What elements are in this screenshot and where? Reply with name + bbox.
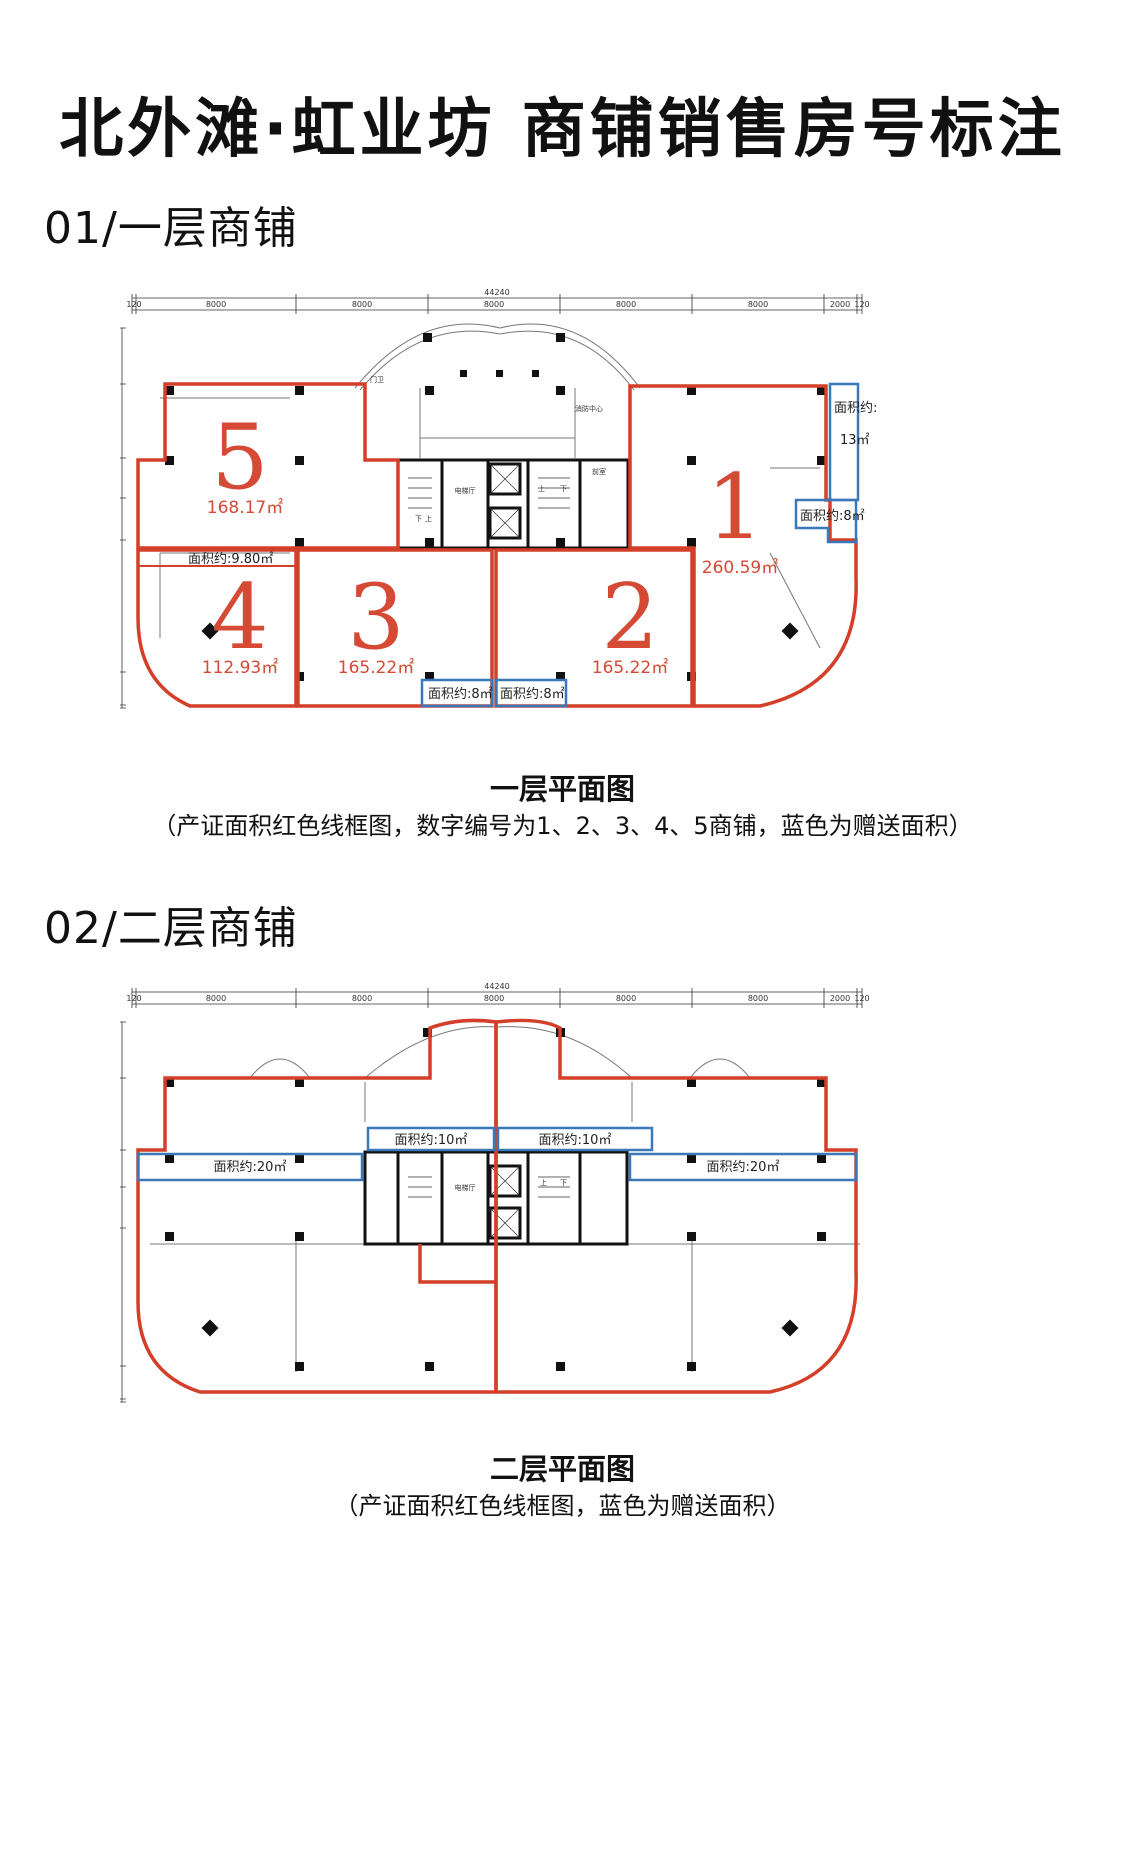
floor2-col-dim: 120: [126, 994, 141, 1003]
section-floor2-label: 02/二层商铺: [44, 903, 298, 954]
floor1-core-details: [408, 463, 570, 539]
floor2-shop-outlines: [136, 1018, 858, 1394]
floor1-col-dim: 8000: [484, 300, 504, 309]
floor1-total-dim: 44240: [484, 288, 509, 297]
floor1-stair-label: 上: [538, 484, 545, 493]
floor1-gift-outlines: [420, 382, 860, 708]
section-floor1-label: 01/一层商铺: [44, 203, 298, 254]
floor1-col-dim: 120: [854, 300, 869, 309]
floor2-gift-right: 面积约:20㎡: [707, 1160, 780, 1175]
floor2-gift-outlines: [136, 1126, 858, 1182]
floor2-col-dim: 8000: [352, 994, 372, 1003]
floor1-stair-label: 下: [560, 485, 567, 493]
floor2-lobby-label: 电梯厅: [455, 1183, 476, 1192]
floor2-core-details: [408, 1165, 570, 1239]
floor1-fire-label: 消防中心: [575, 404, 603, 413]
floor1-gift-bottom-a: 面积约:8㎡: [428, 687, 493, 702]
shop-2-number: 2: [601, 565, 658, 670]
floor2-col-dim: 120: [854, 994, 869, 1003]
floor2-col-dim: 8000: [616, 994, 636, 1003]
floor2-total-dim: 44240: [484, 982, 509, 991]
floor1-plan: 44240 120 8000 8000 8000 8000 8000 2000 …: [120, 288, 880, 728]
floor1-gift-right-top-value: 13㎡: [840, 433, 870, 448]
floor1-guard-label: 门卫: [370, 375, 384, 384]
floor1-caption: 一层平面图: [489, 772, 635, 806]
floor1-gift-right-top: 面积约:: [834, 401, 877, 416]
floor1-col-dim: 120: [126, 300, 141, 309]
shop-5-number: 5: [211, 405, 268, 510]
floor2-caption: 二层平面图: [489, 1452, 635, 1486]
floor1-dimensions: [120, 294, 863, 709]
shop-3-area: 165.22㎡: [338, 658, 414, 678]
floor2-stair-label: 上: [540, 1178, 547, 1187]
floor1-office-label: 前室: [592, 467, 606, 476]
floor1-gift-bottom-b: 面积约:8㎡: [500, 687, 565, 702]
floor2-dimensions: [120, 988, 863, 1403]
page-title: 北外滩·虹业坊 商铺销售房号标注: [59, 93, 1066, 167]
floor1-columns: [165, 333, 826, 681]
floor1-col-dim: 8000: [206, 300, 226, 309]
floor2-gift-left: 面积约:20㎡: [214, 1160, 287, 1175]
floor1-gift-left: 面积约:9.80㎡: [188, 552, 273, 567]
floor1-gift-left-outline: [137, 549, 297, 567]
shop-4-number: 4: [211, 565, 268, 670]
floor2-stair-label: 下: [560, 1179, 567, 1187]
shop-3-number: 3: [347, 565, 404, 670]
floor2-note: （产证面积红色线框图，蓝色为赠送面积）: [334, 1492, 791, 1520]
shop-4-area: 112.93㎡: [202, 658, 278, 678]
floor1-gift-right-mid: 面积约:8㎡: [800, 509, 865, 524]
floor2-col-dim: 2000: [830, 994, 850, 1003]
floor1-col-dim: 2000: [830, 300, 850, 309]
shop-1-area: 260.59㎡: [702, 558, 778, 578]
floor1-stair-label: 下: [415, 515, 422, 523]
floor1-stair-label: 上: [425, 514, 432, 523]
shop-5-area: 168.17㎡: [207, 498, 283, 518]
floor2-col-dim: 8000: [206, 994, 226, 1003]
floor2-gift-mid-b: 面积约:10㎡: [539, 1133, 612, 1148]
floor2-plan: 44240 120 8000 8000 8000 8000 8000 2000 …: [120, 982, 880, 1412]
floor2-col-dim: 8000: [748, 994, 768, 1003]
floor1-note: （产证面积红色线框图，数字编号为1、2、3、4、5商铺，蓝色为赠送面积）: [152, 812, 973, 840]
floor1-col-dim: 8000: [352, 300, 372, 309]
floor2-col-dim: 8000: [484, 994, 504, 1003]
shop-1-number: 1: [706, 455, 763, 560]
shop-2-area: 165.22㎡: [592, 658, 668, 678]
floor1-col-dim: 8000: [748, 300, 768, 309]
floor1-lobby-label: 电梯厅: [455, 486, 476, 495]
floor1-col-dim: 8000: [616, 300, 636, 309]
floor2-gift-mid-a: 面积约:10㎡: [395, 1133, 468, 1148]
